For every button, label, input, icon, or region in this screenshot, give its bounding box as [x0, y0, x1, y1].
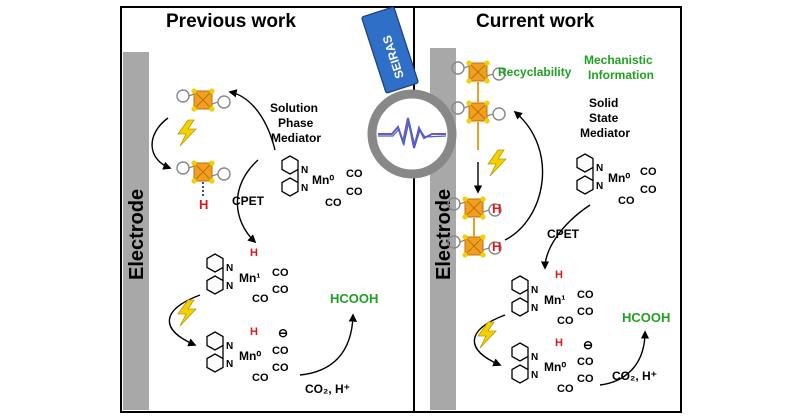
left-mn0-n2: N — [301, 183, 308, 194]
left-reagents-label: CO₂, H⁺ — [305, 382, 350, 396]
left-product-arrow — [299, 313, 358, 376]
right-electrode-label: Electrode — [433, 189, 455, 280]
left-mnh-n2: N — [226, 281, 233, 292]
left-mn0-metal: Mn⁰ — [312, 173, 334, 187]
left-mnh-h: H — [250, 247, 258, 259]
right-anion-co2: CO — [577, 373, 594, 385]
right-mediator-line1: Solid — [589, 96, 618, 110]
left-mnh-co1: CO — [272, 267, 289, 279]
left-mn0-co3: CO — [325, 197, 342, 209]
left-anion-co2: CO — [272, 362, 289, 374]
right-mn0-co1: CO — [640, 166, 657, 178]
left-anion-n1: N — [226, 341, 233, 352]
right-anion-metal: Mn⁰ — [544, 360, 566, 374]
left-anion-n2: N — [226, 359, 233, 370]
left-cycle-arrow-up — [228, 89, 276, 151]
previous-work-heading: Previous work — [166, 11, 296, 32]
right-mn0-metal: Mn⁰ — [608, 171, 630, 185]
right-mnh-co3: CO — [557, 315, 574, 327]
left-anion-co1: CO — [272, 345, 289, 357]
left-panel-frame — [120, 6, 415, 413]
right-mnh-h: H — [555, 269, 563, 281]
right-cluster-h1: H — [492, 201, 501, 216]
left-mnh-co3: CO — [252, 293, 269, 305]
left-anion-metal: Mn⁰ — [239, 349, 261, 363]
left-anion-co3: CO — [252, 372, 269, 384]
right-anion-charge: ⊖ — [583, 338, 593, 352]
left-mediator-line2: Phase — [278, 116, 314, 130]
seiras-spectrum-trace — [378, 117, 446, 149]
left-mn0-n1: N — [301, 165, 308, 176]
right-mnh-metal: Mn¹ — [544, 293, 565, 307]
current-work-heading: Current work — [476, 11, 595, 32]
left-mnh-metal: Mn¹ — [239, 271, 260, 285]
right-anion-n1: N — [531, 352, 538, 363]
left-mnh-n1: N — [226, 263, 233, 274]
right-mediator-line3: Mediator — [580, 126, 630, 140]
left-cluster-h: H — [199, 197, 208, 212]
right-mnh-co1: CO — [577, 289, 594, 301]
right-cpet-label: CPET — [547, 227, 580, 241]
right-mnh-n1: N — [531, 285, 538, 296]
seiras-spectrum-trace-2 — [378, 120, 447, 149]
left-cycle-arrow-down — [151, 117, 172, 170]
left-anion-h: H — [250, 326, 258, 338]
right-cpet-arrow — [540, 204, 591, 270]
left-electrode-label: Electrode — [126, 189, 148, 280]
left-anion-charge: ⊖ — [278, 326, 288, 340]
right-product-arrow — [599, 330, 650, 386]
left-mn0-co2: CO — [346, 186, 363, 198]
seiras-probe: SEIRAS — [361, 6, 419, 94]
right-mn0-co2: CO — [640, 184, 657, 196]
right-cycle-arrow — [504, 110, 544, 241]
right-anion-h: H — [555, 337, 563, 349]
left-cpet-arrow — [236, 159, 259, 244]
recyclability-label: Recyclability — [498, 65, 572, 79]
right-cluster-h2: H — [492, 239, 501, 254]
left-hcooh-label: HCOOH — [330, 291, 378, 306]
left-mediator-line3: Mediator — [271, 131, 321, 145]
right-reagents-label: CO₂, H⁺ — [612, 369, 657, 383]
right-anion-co1: CO — [577, 356, 594, 368]
right-mediator-line2: State — [589, 111, 619, 125]
right-mnh-n2: N — [531, 303, 538, 314]
right-mn0-n2: N — [596, 181, 603, 192]
right-anion-n2: N — [531, 370, 538, 381]
right-hcooh-label: HCOOH — [622, 310, 670, 325]
right-mn0-co3: CO — [618, 195, 635, 207]
right-mn0-n1: N — [596, 163, 603, 174]
mechanistic-line1: Mechanistic — [584, 53, 653, 67]
right-reduction-arrow — [473, 314, 506, 367]
left-mn0-co1: CO — [346, 168, 363, 180]
left-mediator-line1: Solution — [270, 101, 318, 115]
left-cpet-label: CPET — [232, 194, 265, 208]
left-electrode — [123, 52, 149, 410]
right-anion-co3: CO — [557, 383, 574, 395]
left-mnh-co2: CO — [272, 284, 289, 296]
right-mnh-co2: CO — [577, 306, 594, 318]
mechanistic-line2: Information — [588, 68, 654, 82]
